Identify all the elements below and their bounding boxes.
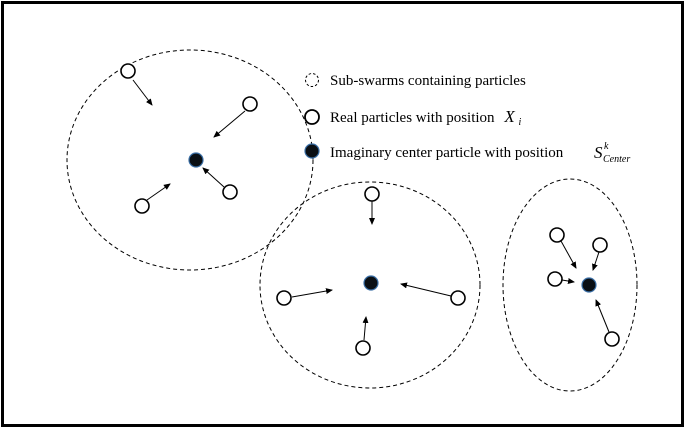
legend-item-real-particle: Real particles with position X i	[304, 107, 521, 128]
particle-arrow	[561, 278, 575, 284]
center-particle	[188, 152, 204, 168]
real-particle	[604, 331, 620, 347]
center-position-superscript: k	[604, 141, 609, 152]
sub-swarm-1	[66, 49, 314, 271]
particle-arrow	[291, 288, 333, 298]
legend-item-sub-swarm: Sub-swarms containing particles	[305, 73, 526, 89]
particle-arrow	[595, 299, 610, 333]
sub-swarm-boundary	[502, 178, 638, 392]
real-particle	[450, 290, 466, 306]
particle-arrow	[146, 183, 171, 201]
sub-swarm-boundary	[66, 49, 314, 271]
particle-arrow	[132, 79, 153, 106]
particle-arrow	[202, 167, 225, 188]
legend-label-real-particle: Real particles with position	[330, 110, 495, 126]
particle-arrow	[560, 240, 577, 269]
sub-swarm-2	[259, 181, 481, 389]
real-particle	[547, 271, 563, 287]
center-position-subscript: Center	[603, 154, 630, 165]
particle-arrow	[213, 110, 246, 138]
legend-item-center-particle: Imaginary center particle with position …	[304, 141, 630, 165]
legend: Sub-swarms containing particles Real par…	[304, 73, 630, 165]
legend-label-sub-swarm: Sub-swarms containing particles	[330, 73, 526, 89]
real-particle	[134, 198, 150, 214]
center-particle	[581, 277, 597, 293]
real-particle	[549, 227, 565, 243]
real-particle	[276, 290, 292, 306]
center-position-symbol: S	[594, 143, 603, 162]
dashed-circle-icon	[305, 73, 319, 87]
real-particle	[120, 63, 136, 79]
center-particle	[363, 275, 379, 291]
particle-arrow	[400, 282, 452, 297]
hollow-circle-icon	[304, 109, 320, 125]
real-position-subscript: i	[518, 117, 521, 128]
real-particle	[592, 237, 608, 253]
real-position-symbol: X	[503, 107, 515, 126]
real-particle	[222, 184, 238, 200]
real-particle	[364, 186, 380, 202]
legend-line-real-particle: Real particles with position X i	[330, 107, 521, 128]
particle-arrow	[362, 316, 369, 341]
particle-arrow	[592, 251, 600, 271]
sub-swarm-3	[502, 178, 638, 392]
real-particle	[242, 96, 258, 112]
filled-circle-icon	[304, 143, 320, 159]
legend-label-center-particle: Imaginary center particle with position	[330, 145, 564, 161]
real-particle	[355, 340, 371, 356]
sub-swarm-boundary	[259, 181, 481, 389]
